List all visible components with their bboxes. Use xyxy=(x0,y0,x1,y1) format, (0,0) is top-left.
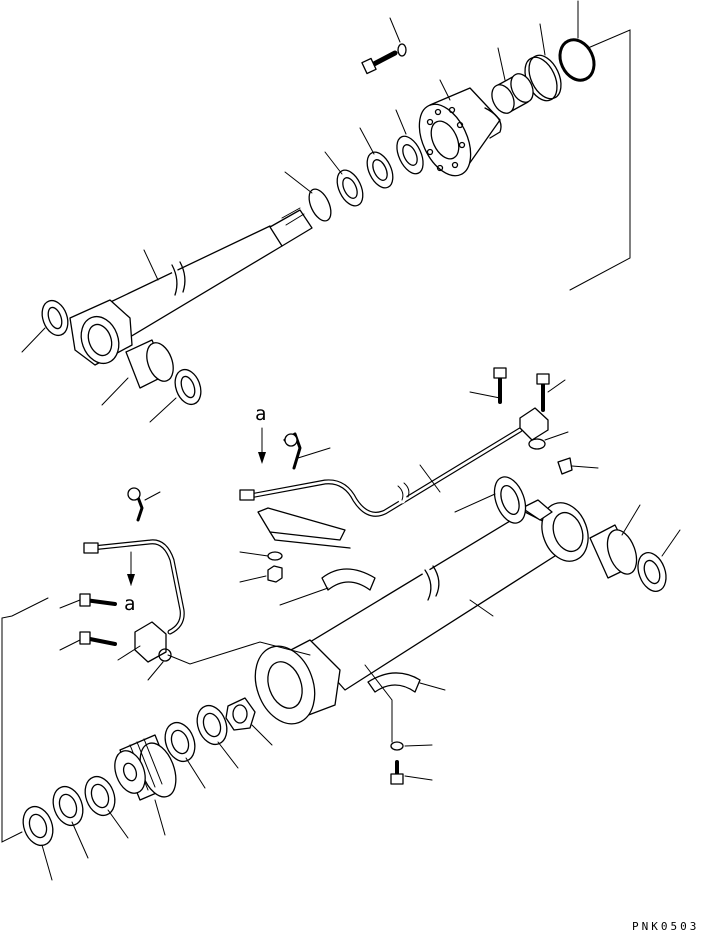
bushing-top xyxy=(491,73,534,114)
cylinder-bushing-left xyxy=(493,476,527,524)
bracket-washer xyxy=(267,551,283,561)
view-marker-label-2: a xyxy=(124,593,135,615)
hydraulic-tube-lower xyxy=(83,539,185,635)
buffer-ring xyxy=(366,151,394,189)
cylinder-bushing-right xyxy=(589,524,638,579)
piston-ring-2 xyxy=(164,721,196,763)
tube-flange-lower xyxy=(134,621,167,663)
o-ring-upper xyxy=(528,438,546,450)
hydraulic-tube-upper xyxy=(239,427,523,517)
eye-seal-right xyxy=(174,368,202,406)
view-marker-upper: a xyxy=(255,403,266,464)
end-ring xyxy=(22,805,54,847)
piston-nut xyxy=(225,697,256,731)
drawing-code: PNK0503 xyxy=(632,920,699,933)
rod-assembly xyxy=(21,0,631,423)
piston-seal xyxy=(52,785,84,827)
cylinder-seal-right xyxy=(637,552,667,592)
tube-bracket xyxy=(257,507,351,549)
view-marker-lower: a xyxy=(124,551,135,615)
tube-flange-upper xyxy=(519,407,549,441)
leaders-lower xyxy=(1,379,681,881)
hose-fitting-left xyxy=(127,487,144,522)
o-ring-lower xyxy=(158,648,172,662)
cylinder-tube xyxy=(304,499,589,691)
rod-packing xyxy=(396,135,424,175)
clamp-upper xyxy=(321,568,376,591)
clamp-lower xyxy=(367,672,421,693)
cylinder-head xyxy=(418,87,502,177)
elbow-fitting xyxy=(557,457,573,475)
leaders-upper xyxy=(21,0,631,423)
head-bolt xyxy=(361,50,398,75)
o-ring-large xyxy=(558,38,596,82)
wear-ring xyxy=(84,775,116,817)
view-marker-label: a xyxy=(255,403,266,425)
piston-rod xyxy=(99,207,313,341)
cylinder-assembly: a a xyxy=(1,367,681,881)
eye-bushing xyxy=(125,339,174,389)
dust-seal xyxy=(336,169,364,207)
clamp-bolt xyxy=(390,741,404,785)
piston-ring-1 xyxy=(196,704,228,746)
flange-bolts-upper xyxy=(493,367,550,412)
bracket-nut xyxy=(267,565,283,583)
cylinder-bottom-flange xyxy=(254,639,341,725)
hose-fitting-top xyxy=(283,432,302,470)
piston xyxy=(114,734,177,801)
rod-eye xyxy=(69,299,133,366)
head-washer xyxy=(397,43,407,57)
flange-bolts-lower xyxy=(79,593,117,646)
eye-seal-left xyxy=(41,299,69,337)
snap-ring xyxy=(308,188,332,222)
